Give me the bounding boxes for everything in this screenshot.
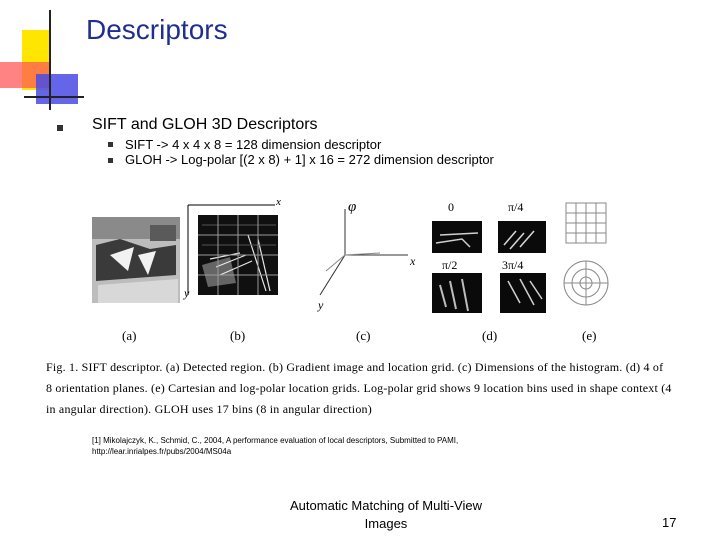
orientation-plane-pi-2 — [432, 273, 482, 313]
sub-bullet-text: SIFT -> 4 x 4 x 8 = 128 dimension descri… — [125, 137, 382, 152]
orientation-label: 0 — [448, 200, 454, 214]
deco-blue-square — [36, 74, 78, 104]
sub-bullet-text: GLOH -> Log-polar [(2 x 8) + 1] x 16 = 2… — [125, 152, 494, 167]
panel-label: (c) — [356, 328, 370, 343]
figure-caption-line: in angular direction). GLOH uses 17 bins… — [46, 402, 372, 416]
histogram-axes — [319, 209, 408, 296]
axis-phi-label: φ — [348, 199, 356, 215]
bullet-text: SIFT and GLOH 3D Descriptors — [92, 116, 318, 133]
reference-url: http://lear.inrialpes.fr/pubs/2004/MS04a — [92, 447, 232, 456]
orientation-plane-3pi-4 — [500, 273, 546, 313]
sub-bullet-marker — [108, 158, 113, 163]
axis-y-label: y — [317, 298, 324, 312]
deco-horizontal-line — [24, 96, 84, 98]
footer-line: Images — [364, 516, 408, 531]
figure-caption-line: Fig. 1. SIFT descriptor. (a) Detected re… — [46, 360, 664, 374]
deco-vertical-line — [49, 10, 51, 110]
orientation-label: π/4 — [508, 200, 523, 214]
footer-line: Automatic Matching of Multi-View — [290, 498, 482, 513]
panel-label: (e) — [582, 328, 596, 343]
axis-x-label: x — [409, 254, 416, 268]
slide-title: Descriptors — [86, 14, 228, 45]
orientation-plane-pi-4 — [498, 221, 546, 253]
sub-bullet-marker — [108, 142, 113, 147]
gradient-image-grid — [187, 204, 278, 295]
corner-decoration — [0, 0, 90, 120]
cartesian-location-grid — [565, 202, 607, 244]
orientation-label: π/2 — [442, 258, 457, 272]
panel-label: (a) — [122, 328, 136, 343]
footer-title: Automatic Matching of Multi-View Images — [268, 497, 504, 533]
bullet-marker — [57, 125, 63, 131]
panel-label: (b) — [230, 328, 245, 343]
orientation-plane-0 — [432, 221, 482, 253]
orientation-label: 3π/4 — [502, 258, 523, 272]
page-number: 17 — [662, 515, 677, 530]
reference-line: [1] Mikolajczyk, K., Schmid, C., 2004, A… — [92, 436, 459, 445]
log-polar-location-grid — [563, 260, 609, 306]
axis-x-label: x — [275, 196, 281, 208]
detected-region-image — [92, 217, 180, 303]
sift-descriptor-figure: x y φ x y 0 π/4 π/2 3π/4 — [92, 196, 609, 343]
panel-label: (d) — [482, 328, 497, 343]
axis-y-label: y — [183, 286, 190, 300]
figure-caption-line: 8 orientation planes. (e) Cartesian and … — [46, 381, 672, 395]
